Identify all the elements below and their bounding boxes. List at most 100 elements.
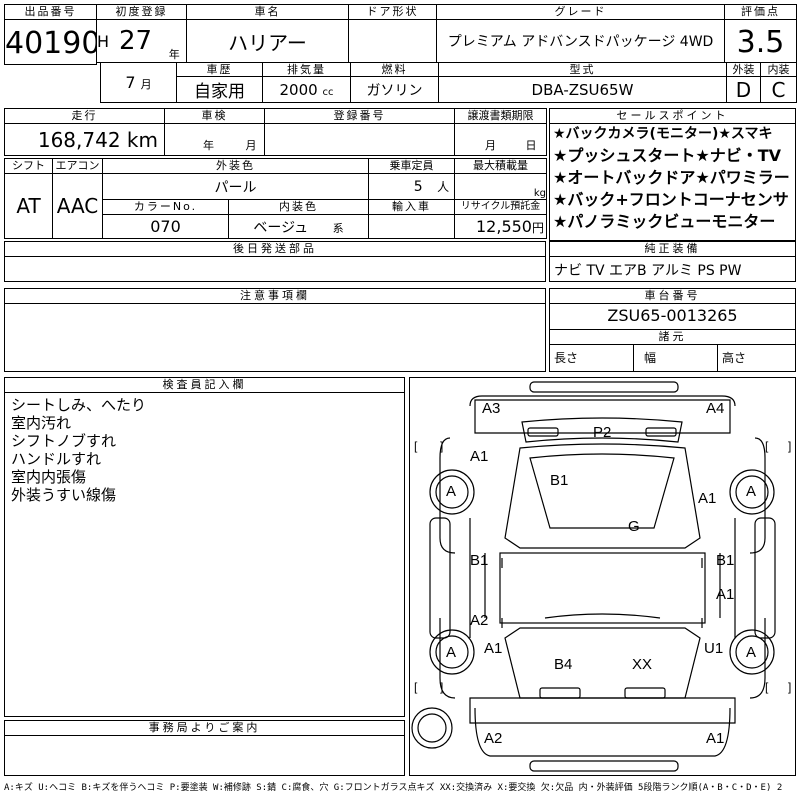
displacement-label: 排気量 (262, 62, 351, 77)
damage-mark: A (746, 483, 757, 500)
inspector-label: 検査員記入欄 (5, 378, 404, 393)
mileage-unit: km (126, 127, 158, 152)
color-label: 外装色 (102, 158, 369, 174)
mileage-table: 走行 車検 登録番号 譲渡書類期限 168,742 km 年 月 月 日 (4, 108, 547, 156)
shift-label: シフト (4, 158, 53, 174)
inspector-line: 外装うすい線傷 (11, 486, 117, 504)
damage-mark: B4 (554, 656, 573, 673)
mileage-label: 走行 (4, 108, 165, 124)
car-diagram: [] [] [] [] A3 A4 P2 A1 A B1 A1 A G B1 B… (409, 377, 796, 776)
equipment-label: 純正装備 (550, 242, 795, 257)
load-unit: kg (533, 188, 546, 199)
colorno-label: カラーNo. (102, 199, 229, 215)
legend-footer: A:キズ U:ヘコミ B:キズを伴うヘコミ P:要塗装 W:補修跡 S:錆 C:… (4, 783, 783, 793)
intcolor-unit: 系 (332, 221, 344, 235)
inspection-label: 車検 (164, 108, 265, 124)
header-table: 出品番号 初度登録 車名 ドア形状 グレード 評価点 40190 H 27 年 … (4, 4, 798, 65)
svg-text:]: ] (440, 680, 443, 694)
displacement-value: 2000 (279, 80, 318, 99)
sales-line: ★バック+フロントコーナセンサ (553, 190, 789, 209)
lot-number: 40190 (4, 19, 97, 65)
dims-label: 諸元 (550, 329, 795, 345)
equipment-value: ナビ TV エアB アルミ PS PW (554, 263, 742, 279)
intcolor-value: ベージュ (253, 219, 309, 236)
spec-table: シフト エアコン 外装色 乗車定員 最大積載量 AT AAC パール 5 人 k… (4, 158, 547, 239)
load-label: 最大積載量 (454, 158, 547, 174)
damage-mark: A1 (470, 448, 489, 465)
regno-label: 登録番号 (264, 108, 455, 124)
svg-text:]: ] (440, 439, 443, 453)
int-value: C (760, 76, 797, 103)
office-box: 事務局よりご案内 (4, 720, 405, 776)
damage-mark: A (446, 644, 457, 661)
damage-mark: A1 (484, 640, 503, 657)
later-parts-label: 後日発送部品 (5, 242, 545, 257)
transfer-cell: 月 日 (454, 123, 547, 156)
era: H (96, 19, 109, 63)
seats-label: 乗車定員 (368, 158, 455, 174)
inspector-line: 室内汚れ (11, 414, 72, 432)
car-outline-svg: [] [] [] [] (411, 381, 791, 772)
damage-mark: A1 (706, 730, 725, 747)
reg-month-cell: 7 月 (100, 62, 177, 103)
insp-year-unit: 年 (203, 139, 214, 152)
first-reg-label: 初度登録 (95, 4, 188, 20)
damage-mark: U1 (704, 640, 724, 657)
svg-text:]: ] (788, 680, 791, 694)
inspector-line: シフトノブすれ (11, 432, 117, 450)
recycle-value: 12,550 (476, 217, 532, 236)
reg-year-unit: 年 (162, 19, 188, 63)
car-name: ハリアー (186, 19, 350, 63)
sales-line: ★プッシュスタート★ナビ・TV (553, 146, 781, 165)
intcolor-label: 内装色 (228, 199, 369, 215)
inspector-line: ハンドルすれ (11, 450, 102, 468)
mileage-value: 168,742 (37, 127, 121, 152)
damage-mark: A2 (470, 612, 489, 629)
score-label: 評価点 (724, 4, 798, 20)
damage-mark: G (628, 518, 640, 535)
transfer-label: 譲渡書類期限 (454, 108, 547, 124)
import-value (368, 214, 455, 239)
fuel-label: 燃料 (350, 62, 439, 77)
recycle-label: リサイクル預託金 (454, 199, 547, 215)
dims-height: 高さ (722, 351, 747, 365)
svg-text:]: ] (788, 439, 791, 453)
damage-mark: A3 (482, 400, 501, 417)
model-value: DBA-ZSU65W (438, 76, 727, 103)
damage-mark: A (446, 483, 457, 500)
car-name-label: 車名 (186, 4, 350, 20)
import-label: 輸入車 (368, 199, 455, 215)
load-cell: kg (454, 173, 547, 200)
int-label: 内装 (760, 62, 797, 77)
sales-line: ★パノラミックビューモニター (553, 212, 776, 231)
sales-points-box: セールスポイント ★バックカメラ(モニター)★スマキ ★プッシュスタート★ナビ・… (549, 108, 796, 241)
displacement-cell: 2000 cc (262, 76, 351, 103)
door-label: ドア形状 (348, 4, 438, 20)
reg-month: 7 (125, 72, 136, 92)
transfer-month-unit: 月 (485, 139, 496, 152)
damage-mark: B1 (716, 552, 735, 569)
chassis-box: 車台番号 ZSU65-0013265 諸元 長さ 幅 高さ (549, 288, 796, 372)
reg-month-unit: 月 (140, 77, 152, 91)
insp-month-unit: 月 (245, 139, 257, 152)
ext-value: D (726, 76, 761, 103)
ext-label: 外装 (726, 62, 761, 77)
history-value: 自家用 (176, 76, 263, 103)
damage-mark: A1 (716, 586, 735, 603)
sales-line: ★バックカメラ(モニター)★スマキ (553, 126, 773, 142)
damage-mark: A4 (706, 400, 725, 417)
lot-label: 出品番号 (4, 4, 97, 20)
inspector-line: 室内内張傷 (11, 468, 87, 486)
dims-width: 幅 (634, 345, 718, 371)
dims-length: 長さ (550, 345, 634, 371)
sales-line: ★オートバックドア★パワミラー (553, 168, 790, 187)
header-table-2: 7 月 車歴 排気量 燃料 型式 外装 内装 自家用 2000 cc ガソリン … (100, 62, 797, 103)
ac-label: エアコン (52, 158, 103, 174)
damage-mark: P2 (593, 424, 612, 441)
svg-text:[: [ (414, 439, 418, 453)
damage-mark: B1 (470, 552, 489, 569)
seats-unit: 人 (437, 180, 450, 194)
inspector-line: シートしみ、へたり (11, 396, 147, 414)
fuel-value: ガソリン (350, 76, 439, 103)
